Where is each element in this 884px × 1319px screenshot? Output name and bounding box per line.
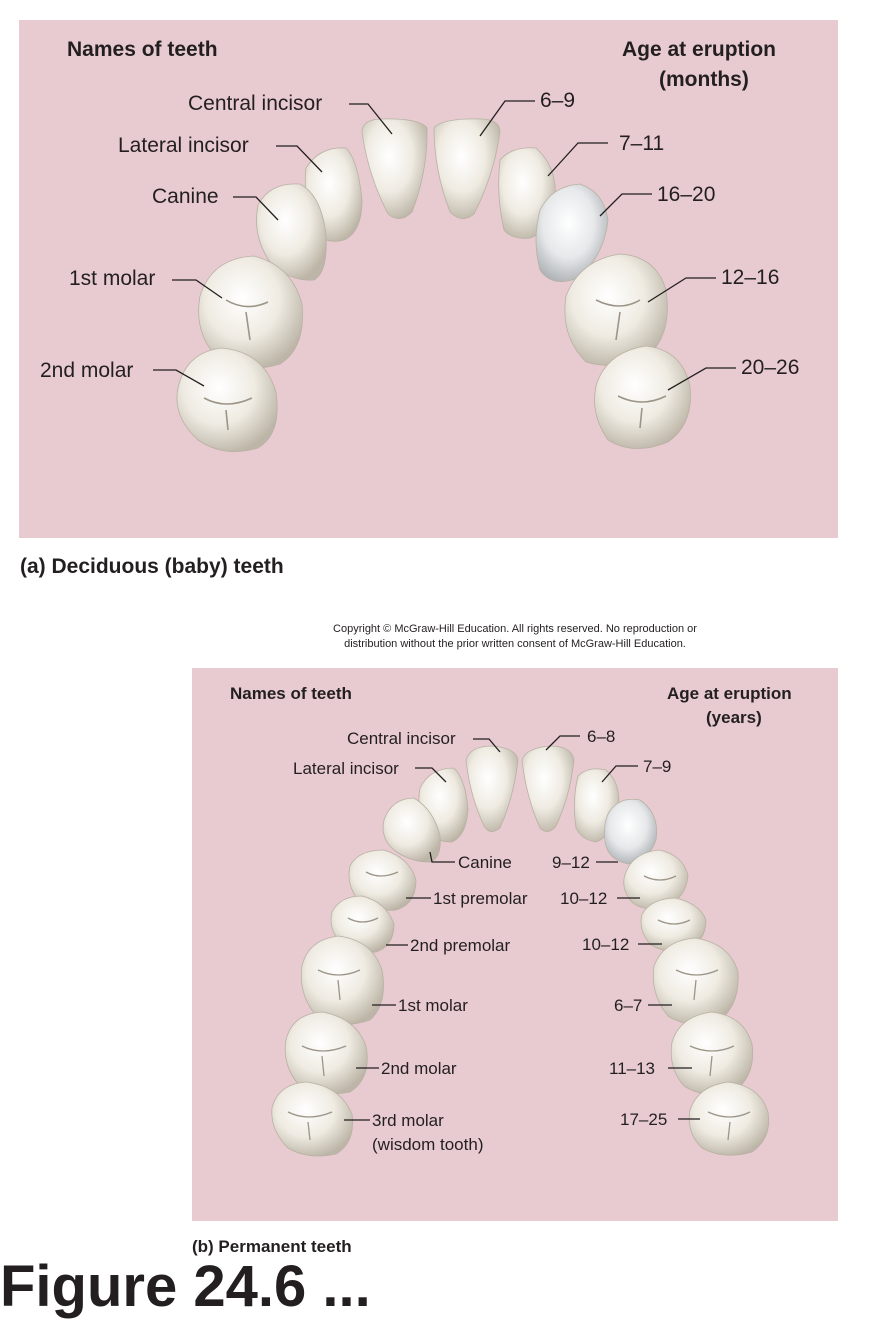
permanent-central-incisor-right — [521, 745, 575, 832]
page-title-partial: Figure 24.6 ... — [0, 1254, 371, 1319]
deciduous-canine-age: 16–20 — [657, 183, 716, 206]
permanent-names-header: Names of teeth — [230, 684, 352, 703]
deciduous-2nd-molar-age: 20–26 — [741, 356, 800, 379]
permanent-second-molar-left — [284, 1011, 368, 1095]
deciduous-lateral-incisor-label: Lateral incisor — [118, 134, 249, 157]
permanent-canine-age: 9–12 — [552, 853, 590, 872]
leader-b-age-6-8 — [545, 735, 580, 751]
leader-a-age-16-20 — [599, 193, 652, 217]
permanent-third-molar-right — [688, 1081, 770, 1156]
permanent-3rd-molar-label: 3rd molar — [372, 1111, 444, 1130]
deciduous-central-incisor-left — [361, 118, 428, 219]
permanent-lateral-incisor-age: 7–9 — [643, 757, 672, 776]
deciduous-central-incisor-age: 6–9 — [540, 89, 576, 112]
leader-a-age-7-11 — [547, 142, 608, 177]
permanent-third-molar-left — [271, 1081, 354, 1157]
permanent-age-header: Age at eruption — [667, 684, 792, 703]
leader-b-canine — [429, 851, 455, 863]
permanent-leader-lines — [344, 735, 700, 1121]
leader-a-1st-molar — [172, 279, 223, 299]
deciduous-caption: (a) Deciduous (baby) teeth — [20, 555, 284, 578]
leader-a-canine — [233, 196, 279, 221]
permanent-1st-premolar-age: 10–12 — [560, 889, 608, 908]
deciduous-canine-left — [256, 183, 327, 281]
deciduous-age-unit: (months) — [659, 68, 749, 91]
permanent-age-unit: (years) — [706, 708, 762, 727]
leader-a-2nd-molar — [153, 369, 205, 387]
deciduous-1st-molar-age: 12–16 — [721, 266, 780, 289]
copyright-notice: Copyright © McGraw-Hill Education. All r… — [290, 622, 740, 652]
permanent-central-incisor-age: 6–8 — [587, 727, 616, 746]
deciduous-names-header: Names of teeth — [67, 38, 218, 61]
deciduous-first-molar-right — [564, 253, 668, 366]
permanent-2nd-premolar-label: 2nd premolar — [410, 936, 511, 955]
deciduous-lateral-incisor-age: 7–11 — [619, 132, 665, 155]
deciduous-2nd-molar-label: 2nd molar — [40, 359, 134, 382]
copyright-line-2: distribution without the prior written c… — [344, 638, 686, 650]
leader-a-central-incisor — [349, 103, 393, 135]
deciduous-canine-right — [535, 183, 609, 282]
permanent-lateral-incisor-label: Lateral incisor — [293, 759, 399, 778]
permanent-1st-molar-age: 6–7 — [614, 996, 643, 1015]
permanent-2nd-molar-label: 2nd molar — [381, 1059, 457, 1078]
permanent-1st-molar-label: 1st molar — [398, 996, 468, 1015]
deciduous-central-incisor-right — [433, 118, 501, 219]
permanent-canine-left — [382, 797, 441, 863]
deciduous-second-molar-left — [176, 347, 278, 452]
permanent-canine-label: Canine — [458, 853, 512, 872]
permanent-central-incisor-label: Central incisor — [347, 729, 456, 748]
permanent-central-incisor-left — [465, 745, 519, 832]
deciduous-teeth — [176, 118, 691, 452]
permanent-2nd-molar-age: 11–13 — [609, 1059, 656, 1078]
permanent-3rd-molar-sublabel: (wisdom tooth) — [372, 1135, 484, 1154]
copyright-line-1: Copyright © McGraw-Hill Education. All r… — [333, 623, 697, 635]
leader-a-age-20-26 — [667, 367, 736, 391]
deciduous-age-header: Age at eruption — [622, 38, 777, 61]
leader-b-age-7-9 — [601, 765, 638, 783]
leader-b-central-incisor — [473, 738, 501, 753]
permanent-caption: (b) Permanent teeth — [192, 1237, 352, 1256]
permanent-teeth — [271, 745, 770, 1157]
leader-b-lateral-incisor — [415, 767, 447, 783]
leader-a-age-12-16 — [647, 277, 716, 303]
leader-a-age-6-9 — [479, 100, 535, 137]
permanent-2nd-premolar-age: 10–12 — [582, 935, 630, 954]
deciduous-1st-molar-label: 1st molar — [69, 267, 156, 290]
deciduous-panel — [19, 20, 838, 538]
teeth-illustration — [153, 100, 770, 1157]
deciduous-second-molar-right — [594, 345, 691, 449]
permanent-second-molar-right — [670, 1011, 754, 1095]
leader-a-lateral-incisor — [276, 145, 323, 173]
permanent-1st-premolar-label: 1st premolar — [433, 889, 528, 908]
deciduous-canine-label: Canine — [152, 185, 219, 208]
deciduous-central-incisor-label: Central incisor — [188, 92, 323, 115]
permanent-3rd-molar-age: 17–25 — [620, 1110, 668, 1129]
deciduous-leader-lines — [153, 100, 736, 391]
